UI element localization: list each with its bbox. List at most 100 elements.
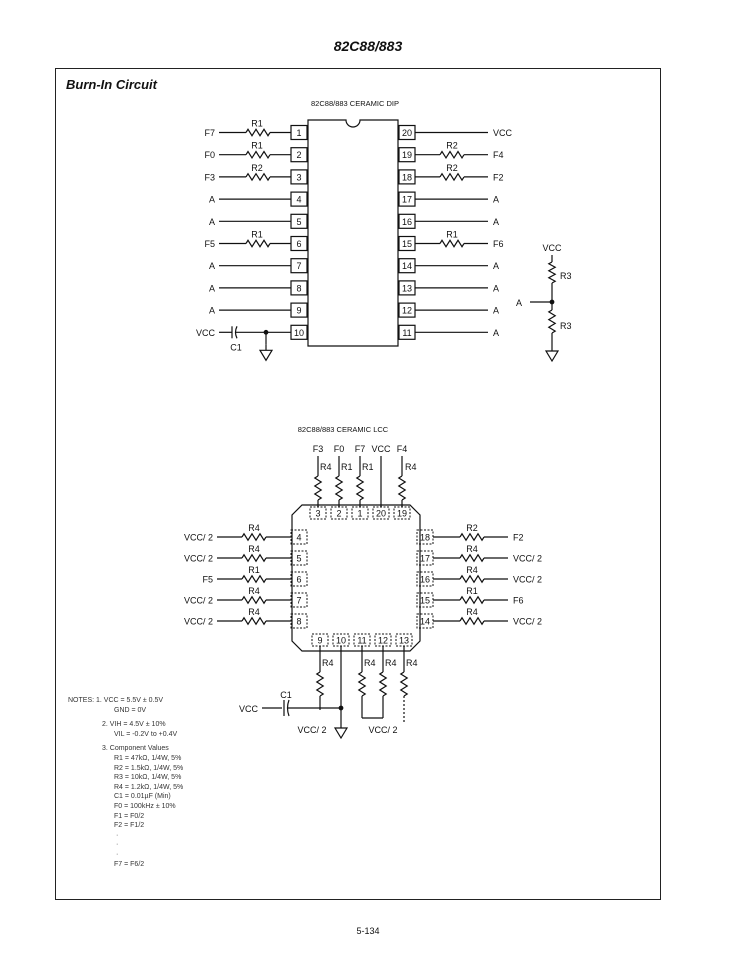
resistor <box>547 261 557 284</box>
pin-number: 9 <box>317 636 322 646</box>
dip-signal-label: VCC <box>493 128 513 138</box>
dip-vcc-label: VCC <box>196 328 216 338</box>
pin-number: 15 <box>402 239 412 249</box>
dip-signal-label: F0 <box>204 150 215 160</box>
pin-number: 16 <box>420 575 430 585</box>
note-line: R3 = 10kΩ, 1/4W, 5% <box>114 774 182 782</box>
resistor-label: R4 <box>248 586 260 596</box>
resistor-label: R2 <box>251 163 263 173</box>
note-line: · <box>116 831 119 839</box>
pin-number: 8 <box>296 617 301 627</box>
dip-signal-label: F6 <box>493 239 504 249</box>
dip-signal-label: A <box>493 328 499 338</box>
pin-number: 6 <box>296 575 301 585</box>
note-line: GND = 0V <box>114 706 147 714</box>
resistor-label: R4 <box>466 544 478 554</box>
pin-number: 17 <box>420 554 430 564</box>
notes-block: NOTES: 1. VCC = 5.5V ± 0.5V GND = 0V 2. … <box>68 696 183 869</box>
lcc-cap-vcc-label: VCC <box>239 704 259 714</box>
resistor <box>241 616 267 626</box>
pin-number: 15 <box>420 596 430 606</box>
dip-signal-label: A <box>209 195 215 205</box>
resistor-label: R2 <box>446 141 458 151</box>
pin-number: 1 <box>296 128 301 138</box>
resistor-label: R2 <box>466 523 478 533</box>
pin-number: 10 <box>336 636 346 646</box>
lcc-signal-label: VCC/ 2 <box>513 575 542 585</box>
lcc-signal-label: F0 <box>334 444 345 454</box>
lcc-body <box>291 504 421 652</box>
lcc-signal-label: F5 <box>202 575 213 585</box>
lcc-signal-label: F3 <box>313 444 324 454</box>
resistor <box>355 475 365 501</box>
lcc-signal-label: F6 <box>513 596 524 606</box>
lcc-title: 82C88/883 CERAMIC LCC <box>298 425 389 434</box>
dip-signal-label: A <box>493 261 499 271</box>
resistor <box>439 172 465 182</box>
resistor <box>439 239 465 248</box>
note-line: R1 = 47kΩ, 1/4W, 5% <box>114 754 182 762</box>
resistor-label: R4 <box>248 607 260 617</box>
note-line: F7 = F6/2 <box>114 860 145 868</box>
pin-number: 13 <box>402 283 412 293</box>
pin-number: 5 <box>296 217 301 227</box>
resistor-label: R4 <box>248 544 260 554</box>
page-number: 5-134 <box>356 926 380 936</box>
lcc-signal-label: F2 <box>513 533 524 543</box>
resistor <box>245 172 271 182</box>
page-header: 82C88/883 <box>333 38 403 54</box>
pin-number: 19 <box>397 509 407 519</box>
resistor <box>241 574 267 584</box>
dip-body <box>307 119 399 347</box>
pin-number: 6 <box>296 239 301 249</box>
pin-number: 4 <box>296 195 301 205</box>
ground-icon <box>333 727 349 740</box>
lcc-signal-label: VCC/ 2 <box>184 554 213 564</box>
resistor-label: R4 <box>466 607 478 617</box>
figure-title: Burn-In Circuit <box>66 77 157 92</box>
pin-number: 7 <box>296 261 301 271</box>
lcc-signal-label: VCC/ 2 <box>184 596 213 606</box>
dip-signal-label: A <box>493 306 499 316</box>
resistor-label: R1 <box>251 119 263 129</box>
dip-signal-label: F5 <box>204 239 215 249</box>
dip-signal-label: F4 <box>493 150 504 160</box>
resistor-label: R4 <box>320 462 332 472</box>
capacitor-label: C1 <box>230 342 242 352</box>
resistor <box>241 532 267 542</box>
resistor <box>334 475 344 501</box>
lcc-signal-label: VCC/ 2 <box>513 617 542 627</box>
dip-signal-label: A <box>493 195 499 205</box>
note-line: 3. Component Values <box>102 745 169 753</box>
pin-number: 1 <box>357 509 362 519</box>
lcc-signal-label: VCC/ 2 <box>184 533 213 543</box>
resistor-label: R4 <box>405 462 417 472</box>
note-line: NOTES: 1. VCC = 5.5V ± 0.5V <box>68 697 164 704</box>
resistor-label: R4 <box>406 658 418 668</box>
pin-number: 9 <box>296 306 301 316</box>
note-line: F2 = F1/2 <box>114 822 145 830</box>
note-line: F0 = 100kHz ± 10% <box>114 802 176 810</box>
resistor-label: R1 <box>251 141 263 151</box>
resistor-label: R4 <box>466 565 478 575</box>
pin-number: 19 <box>402 150 412 160</box>
resistor <box>315 671 325 697</box>
dip-signal-label: A <box>209 306 215 316</box>
resistor-label: R1 <box>341 462 353 472</box>
resistor <box>399 671 409 697</box>
lcc-bottom-label: VCC/ 2 <box>297 725 326 735</box>
resistor <box>241 553 267 563</box>
pin-number: 12 <box>378 636 388 646</box>
resistor <box>439 150 465 160</box>
resistor-label: R4 <box>364 658 376 668</box>
pin-number: 10 <box>294 328 304 338</box>
resistor <box>459 595 485 605</box>
resistor <box>357 671 367 697</box>
pin-number: 14 <box>420 617 430 627</box>
dip-title: 82C88/883 CERAMIC DIP <box>311 99 399 108</box>
pin-number: 4 <box>296 533 301 543</box>
pin-number: 5 <box>296 554 301 564</box>
pin-number: 17 <box>402 195 412 205</box>
resistor-label: R4 <box>385 658 397 668</box>
capacitor-label: C1 <box>280 690 292 700</box>
